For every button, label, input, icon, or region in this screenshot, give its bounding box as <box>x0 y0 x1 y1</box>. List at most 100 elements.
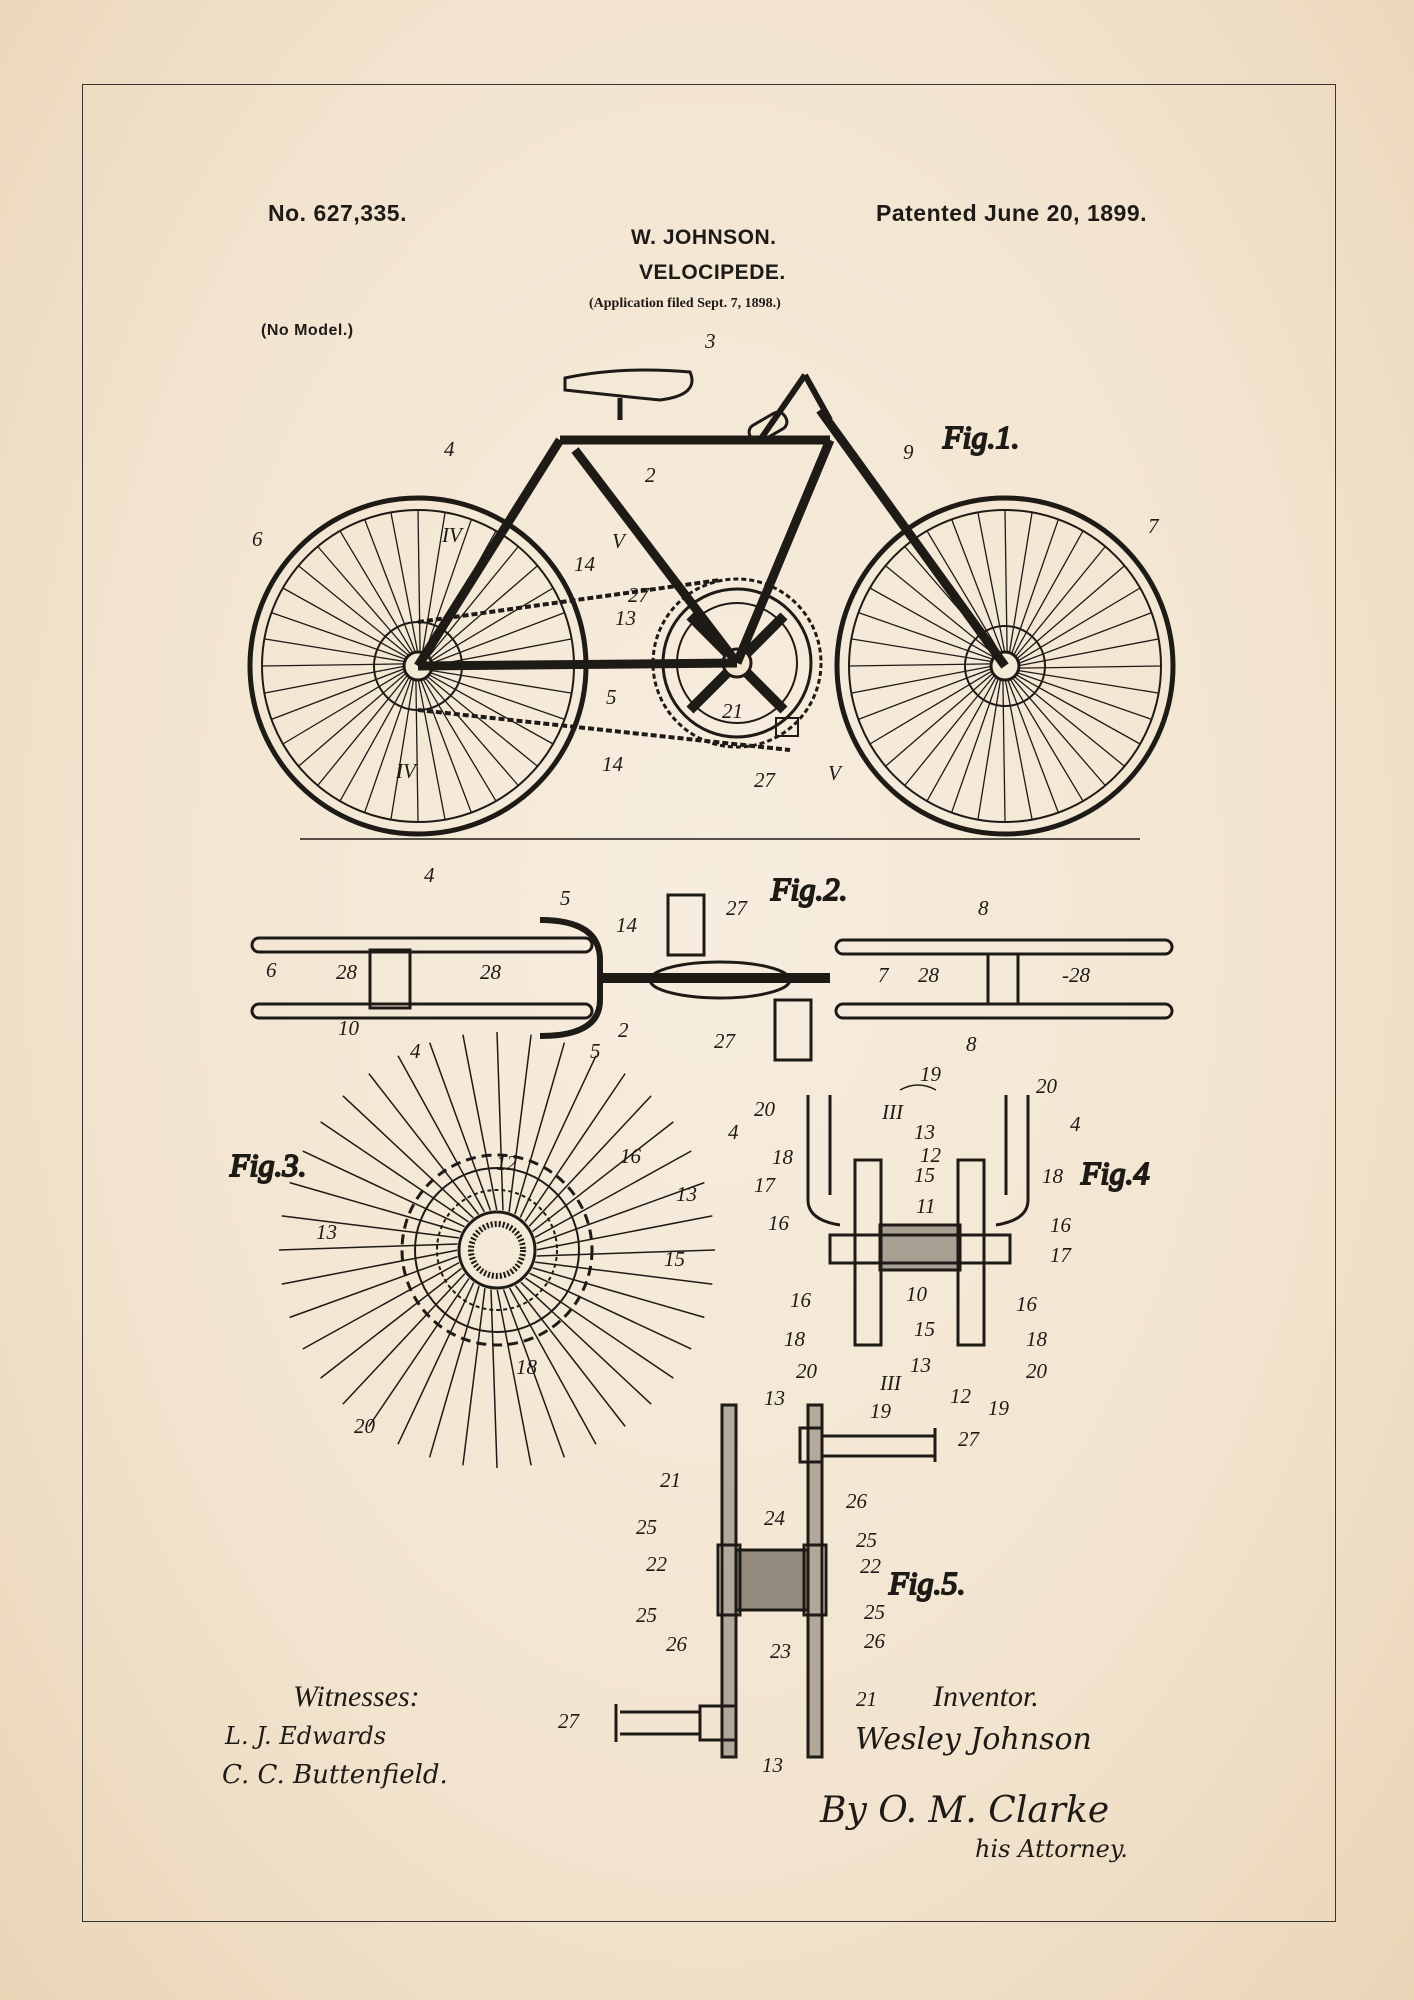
fig5-callout: 24 <box>764 1506 786 1530</box>
fig5-callout: 25 <box>636 1515 657 1539</box>
fig5-callout: 13 <box>762 1753 783 1777</box>
fig2-callout: 28 <box>480 960 502 984</box>
spoke <box>261 663 405 667</box>
spoke <box>462 1288 486 1466</box>
spoke <box>302 1150 465 1228</box>
spoke <box>532 1121 674 1233</box>
spoke <box>368 1073 480 1215</box>
spoke <box>431 669 572 694</box>
fig1-callout: 13 <box>615 606 636 630</box>
spoke <box>536 1249 716 1257</box>
spoke <box>1002 679 1006 823</box>
fig1-callout: 5 <box>606 685 617 709</box>
fig3-callout: 12 <box>496 1151 518 1175</box>
spoke <box>390 512 419 653</box>
fig2-callout: 6 <box>266 958 277 982</box>
spoke <box>514 1042 566 1215</box>
spoke <box>281 1215 459 1239</box>
fig3-callout: 16 <box>620 1144 642 1168</box>
fig1-callout: V <box>612 529 627 553</box>
spoke <box>524 1073 626 1222</box>
fig1-bicycle <box>247 368 1176 840</box>
spoke <box>422 678 497 802</box>
spoke <box>1013 530 1084 656</box>
fig5-crank-section <box>614 1403 937 1759</box>
fig5-callout: 27 <box>958 1427 981 1451</box>
chain <box>417 578 791 752</box>
spoke <box>424 519 472 654</box>
fig4-callout: 11 <box>916 1194 935 1218</box>
fig4-callout: 19 <box>870 1399 892 1423</box>
spoke <box>339 676 410 802</box>
fig3-label: Fig.3. <box>229 1147 306 1183</box>
fig2-callout: 10 <box>338 1016 360 1040</box>
spoke <box>496 1031 504 1211</box>
spoke <box>342 1095 474 1219</box>
fig4-callout: 10 <box>906 1282 928 1306</box>
spoke <box>508 1034 532 1212</box>
spoke <box>951 519 1003 653</box>
spoke <box>430 587 554 662</box>
spoke <box>430 672 565 720</box>
spoke <box>1017 587 1141 662</box>
spoke <box>364 678 412 813</box>
spoke <box>904 674 996 786</box>
spoke <box>514 1285 626 1427</box>
fig4-callout: 15 <box>914 1317 935 1341</box>
fig3-callout: 20 <box>354 1414 376 1438</box>
fig1-callout: 3 <box>704 329 716 353</box>
spoke <box>289 1255 458 1319</box>
spoke <box>951 678 999 813</box>
fig4-callout: 18 <box>1042 1164 1064 1188</box>
spoke <box>1004 679 1033 820</box>
spoke <box>1018 665 1162 669</box>
spoke <box>264 665 405 694</box>
fig1-callout: IV <box>441 523 464 547</box>
spoke <box>298 672 407 767</box>
spoke <box>851 665 992 694</box>
handlebar <box>747 373 833 444</box>
spoke <box>428 674 554 745</box>
spoke <box>264 638 405 663</box>
spoke <box>926 530 1001 654</box>
fig4-callout: III <box>879 1371 902 1395</box>
spoke <box>417 679 446 820</box>
application-date: (Application filed Sept. 7, 1898.) <box>589 296 781 311</box>
fig4-callout: 18 <box>1026 1327 1048 1351</box>
model-note: (No Model.) <box>261 322 354 339</box>
fig4-callout: 15 <box>914 1163 935 1187</box>
spoke <box>320 1267 462 1379</box>
spoke <box>390 679 415 820</box>
fig5-callout: 25 <box>856 1528 877 1552</box>
spoke <box>885 672 994 767</box>
fig4-callout: 16 <box>768 1211 790 1235</box>
fig2-label: Fig.2. <box>770 871 847 907</box>
fig4-callout: 12 <box>920 1143 942 1167</box>
spoke <box>317 546 412 655</box>
fig2-callout: 7 <box>878 963 890 987</box>
spoke <box>1016 565 1125 660</box>
fig5-callout: 26 <box>864 1629 886 1653</box>
drawing-border <box>82 84 1336 1922</box>
spoke <box>302 1261 460 1350</box>
spoke <box>1008 512 1033 653</box>
fig5-callout: 26 <box>666 1632 688 1656</box>
spoke <box>869 670 993 745</box>
attorney-signature: By O. M. Clarke <box>820 1790 1110 1831</box>
fig1-callout: 7 <box>1148 514 1160 538</box>
fig4-callout: 12 <box>950 1384 972 1408</box>
spoke <box>281 1249 458 1285</box>
inventor-signature: Wesley Johnson <box>855 1722 1092 1757</box>
spoke <box>431 612 565 664</box>
spoke <box>397 1282 475 1445</box>
fig4-callout: 18 <box>784 1327 806 1351</box>
spoke <box>851 638 992 663</box>
spoke <box>529 1272 692 1350</box>
spoke <box>1007 679 1059 813</box>
inventor-label: Inventor. <box>933 1680 1039 1713</box>
fig5-label: Fig.5. <box>888 1565 965 1601</box>
spoke <box>1013 675 1125 767</box>
spoke <box>1004 509 1008 653</box>
spoke <box>536 1181 705 1245</box>
